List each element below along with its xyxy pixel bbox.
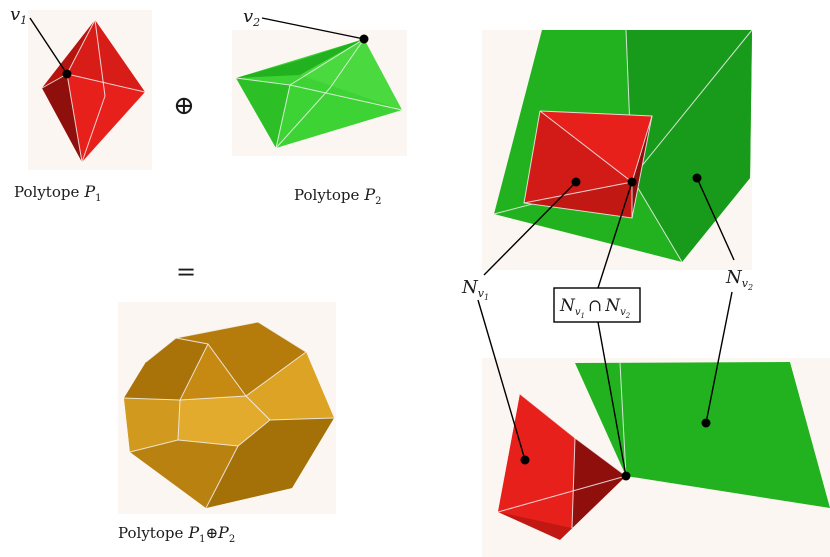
v1-label: v1 [10,4,27,27]
equals-symbol: = [176,258,196,286]
nv2-label: Nv2 [725,267,753,292]
normal-fan-bottom [482,358,830,557]
oplus-symbol: ⊕ [173,91,195,121]
v2-vertex [360,35,369,44]
polytope-sum [118,302,336,514]
nv1-label: Nv1 [461,277,489,302]
normal-fan-top [482,30,752,270]
v1-vertex [63,70,72,79]
polytope-p2 [232,18,407,156]
polytope-p1 [28,10,152,170]
v2-label: v2 [243,6,260,29]
